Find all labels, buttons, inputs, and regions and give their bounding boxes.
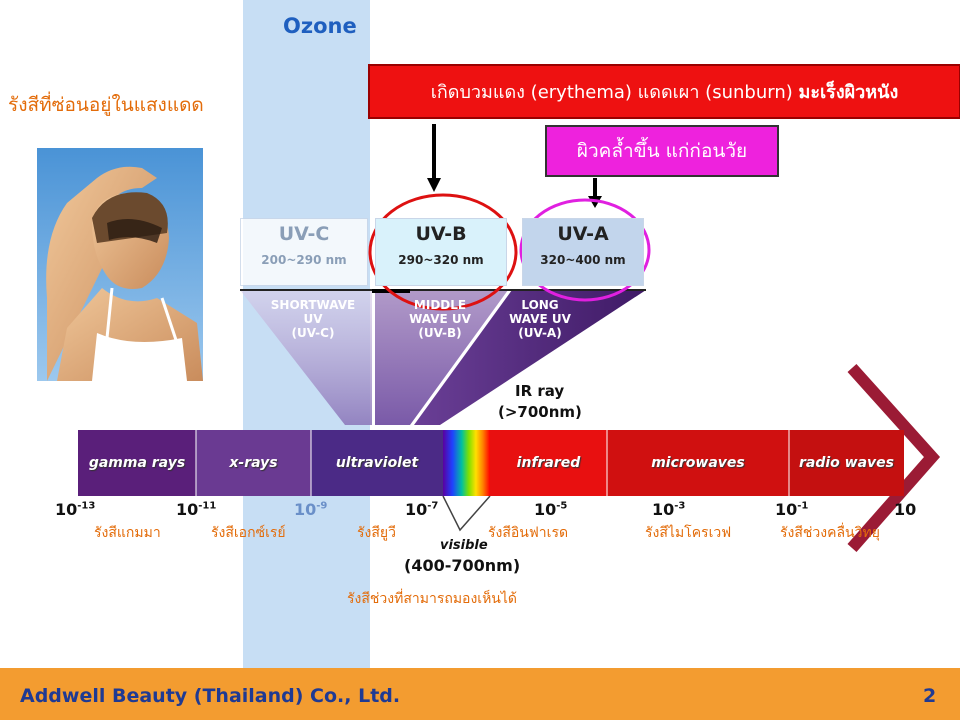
uvc-wedge-line1: SHORTWAVE xyxy=(270,298,356,312)
uvc-box: UV-C 200~290 nm xyxy=(240,218,368,286)
uvb-range: 290~320 nm xyxy=(398,253,484,267)
band-radio-bg xyxy=(789,430,904,496)
uvc-name: UV-C xyxy=(278,223,330,245)
uvc-wedge xyxy=(240,290,372,425)
thai-uv-label: รังสียูวี xyxy=(357,525,396,541)
erythema-text: เกิดบวมแดง (erythema) แดดเผา (sunburn) xyxy=(430,82,793,103)
woman-sun-photo xyxy=(37,148,203,381)
band-microwave-bg xyxy=(607,430,789,496)
band-gamma-rays: gamma rays xyxy=(88,455,186,471)
band-radio-waves: radio waves xyxy=(799,455,894,471)
band-uv-bg xyxy=(311,430,443,496)
footer-bar xyxy=(0,668,960,720)
uva-wedge xyxy=(414,290,646,425)
uva-wedge-label: LONG WAVE UV (UV-A) xyxy=(495,298,585,340)
uvb-name: UV-B xyxy=(415,223,467,245)
footer-company-name: Addwell Beauty (Thailand) Co., Ltd. xyxy=(20,685,401,707)
uva-wedge-line1: LONG xyxy=(521,298,559,312)
band-x-rays: x-rays xyxy=(229,455,278,471)
erythema-sunburn-banner: เกิดบวมแดง (erythema) แดดเผา (sunburn) ม… xyxy=(368,64,960,119)
uva-name: UV-A xyxy=(557,223,609,245)
uvc-range: 200~290 nm xyxy=(261,253,347,267)
visible-range: (400-700nm) xyxy=(404,556,521,575)
uva-highlight-circle xyxy=(519,198,651,302)
uva-box: UV-A 320~400 nm xyxy=(522,218,644,286)
uva-wedge-line2: WAVE UV xyxy=(509,312,571,326)
uvb-wedge xyxy=(375,290,508,425)
tick-label: 10-1 xyxy=(775,500,809,519)
uvc-wedge-line3: (UV-C) xyxy=(291,326,335,340)
tick-label: 10-9 xyxy=(294,500,328,519)
uvb-wedge-label: MIDDLE WAVE UV (UV-B) xyxy=(395,298,485,340)
ir-ray-label: IR ray xyxy=(515,382,565,400)
tick-label: 10-11 xyxy=(176,500,217,519)
skin-cancer-text: มะเร็งผิวหนัง xyxy=(798,82,899,103)
visible-thai-label: รังสีช่วงที่สามารถมองเห็นได้ xyxy=(347,591,518,607)
band-microwaves: microwaves xyxy=(651,455,745,471)
tick-label: 10-5 xyxy=(534,500,568,519)
thai-microwave-label: รังสีไมโครเวฟ xyxy=(645,525,732,541)
visible-label: visible xyxy=(440,538,488,553)
uvc-wedge-line2: UV xyxy=(303,312,323,326)
band-ultraviolet: ultraviolet xyxy=(335,455,419,471)
page-number: 2 xyxy=(923,685,937,707)
uvb-wedge-line1: MIDDLE xyxy=(413,298,467,312)
tick-label: 10-7 xyxy=(405,500,439,519)
tick-label: 10-13 xyxy=(55,500,96,519)
uvb-box: UV-B 290~320 nm xyxy=(375,218,507,286)
visible-bracket xyxy=(442,495,491,532)
band-infrared-bg xyxy=(490,430,607,496)
skin-aging-banner: ผิวคล้ำขึ้น แก่ก่อนวัย xyxy=(545,125,779,177)
band-visible-bg xyxy=(443,430,490,496)
thai-infrared-label: รังสีอินฟาเรด xyxy=(488,525,569,541)
spectrum-arrowhead xyxy=(847,363,941,552)
band-xrays-bg xyxy=(196,430,311,496)
thai-xray-label: รังสีเอกซ์เรย์ xyxy=(211,525,286,541)
uvb-wedge-line3: (UV-B) xyxy=(418,326,462,340)
ir-ray-range: (>700nm) xyxy=(498,403,582,421)
uvb-wedge-line2: WAVE UV xyxy=(409,312,471,326)
arrow-to-uvb-head xyxy=(427,178,441,192)
band-infrared: infrared xyxy=(516,455,581,471)
uva-wedge-line3: (UV-A) xyxy=(518,326,562,340)
uvc-wedge-label: SHORTWAVE UV (UV-C) xyxy=(268,298,358,340)
tick-label: 10 xyxy=(894,500,917,519)
ozone-label: Ozone xyxy=(283,14,357,38)
thai-radio-label: รังสีช่วงคลื่นวิทยุ xyxy=(780,525,880,541)
uvb-highlight-circle xyxy=(368,193,518,311)
hidden-rays-title: รังสีที่ซ่อนอยู่ในแสงแดด xyxy=(8,94,204,116)
thai-gamma-label: รังสีแกมมา xyxy=(94,525,161,541)
tick-label: 10-3 xyxy=(652,500,686,519)
uva-range: 320~400 nm xyxy=(540,253,626,267)
band-gamma-bg xyxy=(78,430,196,496)
